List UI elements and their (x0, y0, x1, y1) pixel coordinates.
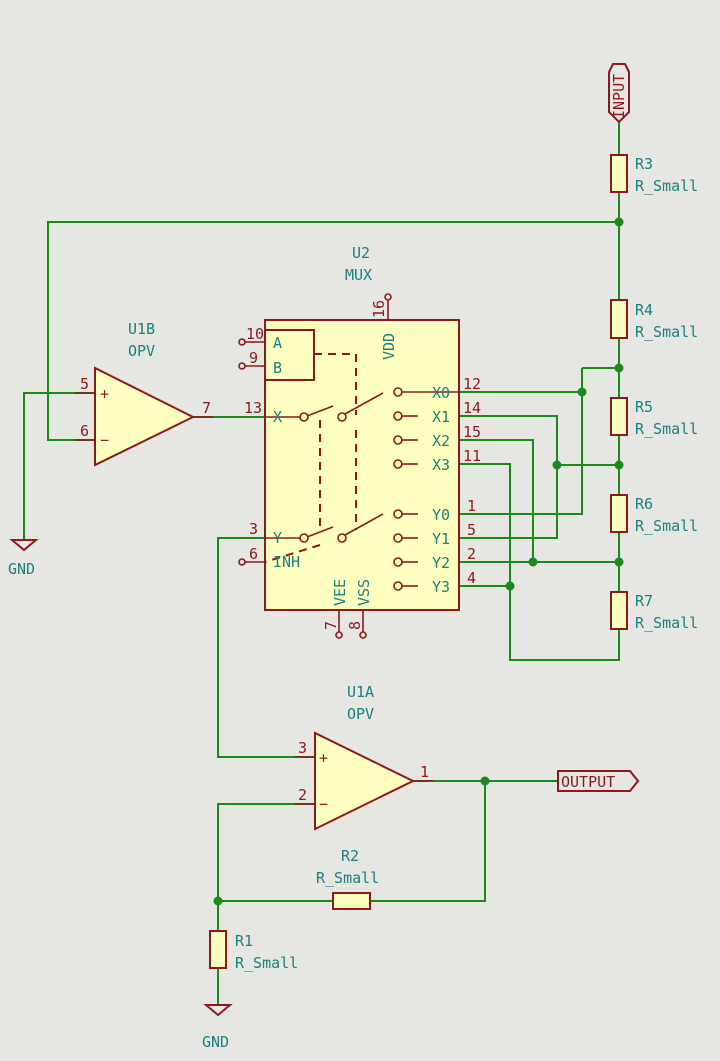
r3-ref: R3 (635, 155, 653, 173)
r4-value: R_Small (635, 323, 698, 341)
u2-pin-x0: X0 (432, 384, 450, 402)
gnd-label: GND (202, 1033, 229, 1051)
u1a-ref: U1A (347, 683, 374, 701)
u2-pin-b: B (273, 359, 282, 377)
junction-dot (614, 363, 624, 373)
u2-pinnum-y0: 1 (467, 497, 476, 515)
u1a-value: OPV (347, 705, 374, 723)
u1b-minus-sign: − (100, 431, 109, 449)
u1a-pin-minus: 2 (298, 786, 307, 804)
r7-ref: R7 (635, 592, 653, 610)
gnd-label: GND (8, 560, 35, 578)
u1a-minus-sign: − (319, 795, 328, 813)
output-port[interactable]: OUTPUT (557, 770, 640, 792)
mux-u2[interactable]: U2 MUX A B X Y INH X0 X1 X2 X3 Y0 Y1 Y2 … (238, 244, 481, 639)
junction-dot (614, 460, 624, 470)
junction-dot (528, 557, 538, 567)
junction-dot (505, 581, 515, 591)
u2-pin-x2: X2 (432, 432, 450, 450)
u2-pinnum-y1: 5 (467, 521, 476, 539)
u2-pinnum-x2: 15 (463, 423, 481, 441)
resistor-r5[interactable]: R5 R_Small (610, 397, 698, 438)
u2-ref: U2 (352, 244, 370, 262)
resistor-r6[interactable]: R6 R_Small (610, 494, 698, 535)
u1b-pin-minus: 6 (80, 422, 89, 440)
u2-pin-y3: Y3 (432, 578, 450, 596)
r2-ref: R2 (341, 847, 359, 865)
input-port-label: INPUT (610, 74, 628, 119)
u2-pinnum-y: 3 (249, 520, 258, 538)
u2-pin-a: A (273, 334, 282, 352)
output-port-label: OUTPUT (561, 773, 615, 791)
resistor-r4[interactable]: R4 R_Small (610, 299, 698, 341)
resistor-r1[interactable]: R1 R_Small (209, 930, 298, 972)
gnd-symbol-bottom: GND (202, 1004, 233, 1051)
junction-dot (213, 896, 223, 906)
u2-pin-y1: Y1 (432, 530, 450, 548)
u2-pinnum-a: 10 (246, 325, 264, 343)
u2-pin-x: X (273, 408, 282, 426)
r5-ref: R5 (635, 398, 653, 416)
u2-pin-y2: Y2 (432, 554, 450, 572)
u1a-pin-plus: 3 (298, 739, 307, 757)
r6-value: R_Small (635, 517, 698, 535)
r5-value: R_Small (635, 420, 698, 438)
u2-pinnum-b: 9 (249, 349, 258, 367)
u2-pin-y0: Y0 (432, 506, 450, 524)
u2-pinnum-inh: 6 (249, 545, 258, 563)
resistor-r7[interactable]: R7 R_Small (610, 591, 698, 632)
u1b-ref: U1B (128, 320, 155, 338)
u2-pin-inh: INH (273, 553, 300, 571)
junction-dot (552, 460, 562, 470)
u2-pin-y: Y (273, 529, 282, 547)
u1b-plus-sign: + (100, 385, 109, 403)
opamp-u1a[interactable]: + − 3 2 1 U1A OPV (295, 683, 433, 831)
gnd-symbol-top: GND (8, 539, 39, 578)
junction-dot (614, 217, 624, 227)
u1a-plus-sign: + (319, 749, 328, 767)
junctions (213, 217, 624, 906)
u1b-pin-plus: 5 (80, 375, 89, 393)
r2-value: R_Small (316, 869, 379, 887)
junction-dot (577, 387, 587, 397)
r6-ref: R6 (635, 495, 653, 513)
u2-pinnum-x1: 14 (463, 399, 481, 417)
opamp-u1b[interactable]: + − 5 6 7 U1B OPV (75, 320, 213, 467)
u2-pinnum-x3: 11 (463, 447, 481, 465)
r3-value: R_Small (635, 177, 698, 195)
u1b-pin-out: 7 (202, 399, 211, 417)
u2-pin-vee: VEE (331, 579, 349, 606)
r7-value: R_Small (635, 614, 698, 632)
u2-pinnum-y2: 2 (467, 545, 476, 563)
u2-pinnum-y3: 4 (467, 569, 476, 587)
r4-ref: R4 (635, 301, 653, 319)
wires (23, 120, 620, 1005)
junction-dot (614, 557, 624, 567)
u2-pinnum-x0: 12 (463, 375, 481, 393)
u2-pin-vss: VSS (355, 579, 373, 606)
r1-ref: R1 (235, 932, 253, 950)
u2-pin-x1: X1 (432, 408, 450, 426)
junction-dot (480, 776, 490, 786)
u1a-pin-out: 1 (420, 763, 429, 781)
resistor-r3[interactable]: R3 R_Small (610, 154, 698, 195)
u2-value: MUX (345, 266, 372, 284)
u1b-value: OPV (128, 342, 155, 360)
u2-pin-vdd: VDD (380, 333, 398, 360)
u2-pinnum-vss: 8 (346, 621, 364, 630)
u2-pinnum-vee: 7 (322, 621, 340, 630)
resistor-r2[interactable]: R2 R_Small (316, 847, 379, 910)
u2-pin-x3: X3 (432, 456, 450, 474)
input-port[interactable]: INPUT (608, 63, 630, 124)
u2-pinnum-vdd: 16 (370, 300, 388, 318)
u2-pinnum-x: 13 (244, 399, 262, 417)
r1-value: R_Small (235, 954, 298, 972)
